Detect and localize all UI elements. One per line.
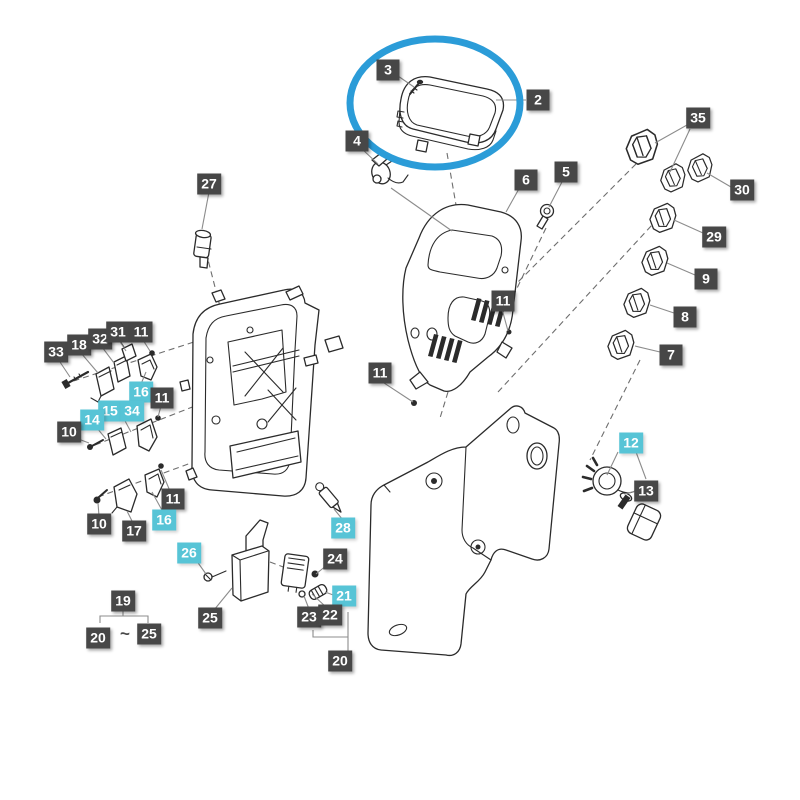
part-label-27[interactable]: 27 [197, 173, 221, 195]
part-label-3[interactable]: 3 [376, 59, 400, 81]
part-label-9[interactable]: 9 [694, 268, 718, 290]
part-label-31[interactable]: 31 [106, 321, 130, 343]
part-label-29[interactable]: 29 [702, 226, 726, 248]
part-relay-cluster [280, 553, 328, 601]
part-label-18[interactable]: 18 [67, 334, 91, 356]
part-sensor-28 [315, 482, 342, 513]
part-label-16[interactable]: 16 [152, 509, 176, 531]
part-label-15[interactable]: 15 [98, 400, 122, 422]
part-label-11[interactable]: 11 [129, 321, 153, 343]
part-left-row-lower [93, 463, 165, 514]
part-lower-panel [367, 405, 560, 657]
highlight-ellipse [346, 35, 524, 171]
part-label-26[interactable]: 26 [177, 542, 201, 564]
part-label-10[interactable]: 10 [57, 421, 81, 443]
part-label-14[interactable]: 14 [80, 409, 104, 431]
part-label-6[interactable]: 6 [514, 169, 538, 191]
part-label-10[interactable]: 10 [87, 513, 111, 535]
part-label-8[interactable]: 8 [673, 306, 697, 328]
part-label-2[interactable]: 2 [526, 89, 550, 111]
part-label-11[interactable]: 11 [491, 290, 515, 312]
part-sensor-27 [193, 229, 212, 269]
part-dash-panel [402, 203, 522, 392]
part-label-30[interactable]: 30 [730, 179, 754, 201]
part-connector-13 [617, 494, 662, 541]
part-label-4[interactable]: 4 [345, 130, 369, 152]
part-label-24[interactable]: 24 [323, 548, 347, 570]
tilde-separator: ~ [120, 624, 130, 643]
part-label-34[interactable]: 34 [120, 400, 144, 422]
part-left-row-middle [87, 415, 161, 456]
part-cover-lid [396, 76, 505, 153]
part-label-11[interactable]: 11 [161, 488, 185, 510]
part-left-row-upper [61, 340, 158, 403]
part-label-12[interactable]: 12 [619, 432, 643, 454]
part-bolt-5 [536, 203, 555, 230]
part-latch-4 [371, 152, 409, 185]
part-label-33[interactable]: 33 [44, 341, 68, 363]
part-label-5[interactable]: 5 [554, 161, 578, 183]
part-label-21[interactable]: 21 [332, 585, 356, 607]
part-label-35[interactable]: 35 [686, 107, 710, 129]
part-label-23[interactable]: 23 [297, 606, 321, 628]
part-screw-3 [409, 79, 424, 95]
part-label-20[interactable]: 20 [328, 650, 352, 672]
part-label-11[interactable]: 11 [150, 387, 174, 409]
part-label-25[interactable]: 25 [137, 623, 161, 645]
part-label-20[interactable]: 20 [86, 627, 110, 649]
part-label-7[interactable]: 7 [659, 344, 683, 366]
part-label-22[interactable]: 22 [318, 604, 342, 626]
part-label-32[interactable]: 32 [88, 328, 112, 350]
part-label-25[interactable]: 25 [198, 607, 222, 629]
part-label-11[interactable]: 11 [368, 362, 392, 384]
part-label-19[interactable]: 19 [111, 590, 135, 612]
part-bracket-25 [203, 519, 270, 602]
part-label-17[interactable]: 17 [122, 520, 146, 542]
part-label-13[interactable]: 13 [634, 480, 658, 502]
part-support-panel [179, 285, 344, 497]
part-label-16[interactable]: 16 [129, 381, 153, 403]
part-label-28[interactable]: 28 [331, 517, 355, 539]
